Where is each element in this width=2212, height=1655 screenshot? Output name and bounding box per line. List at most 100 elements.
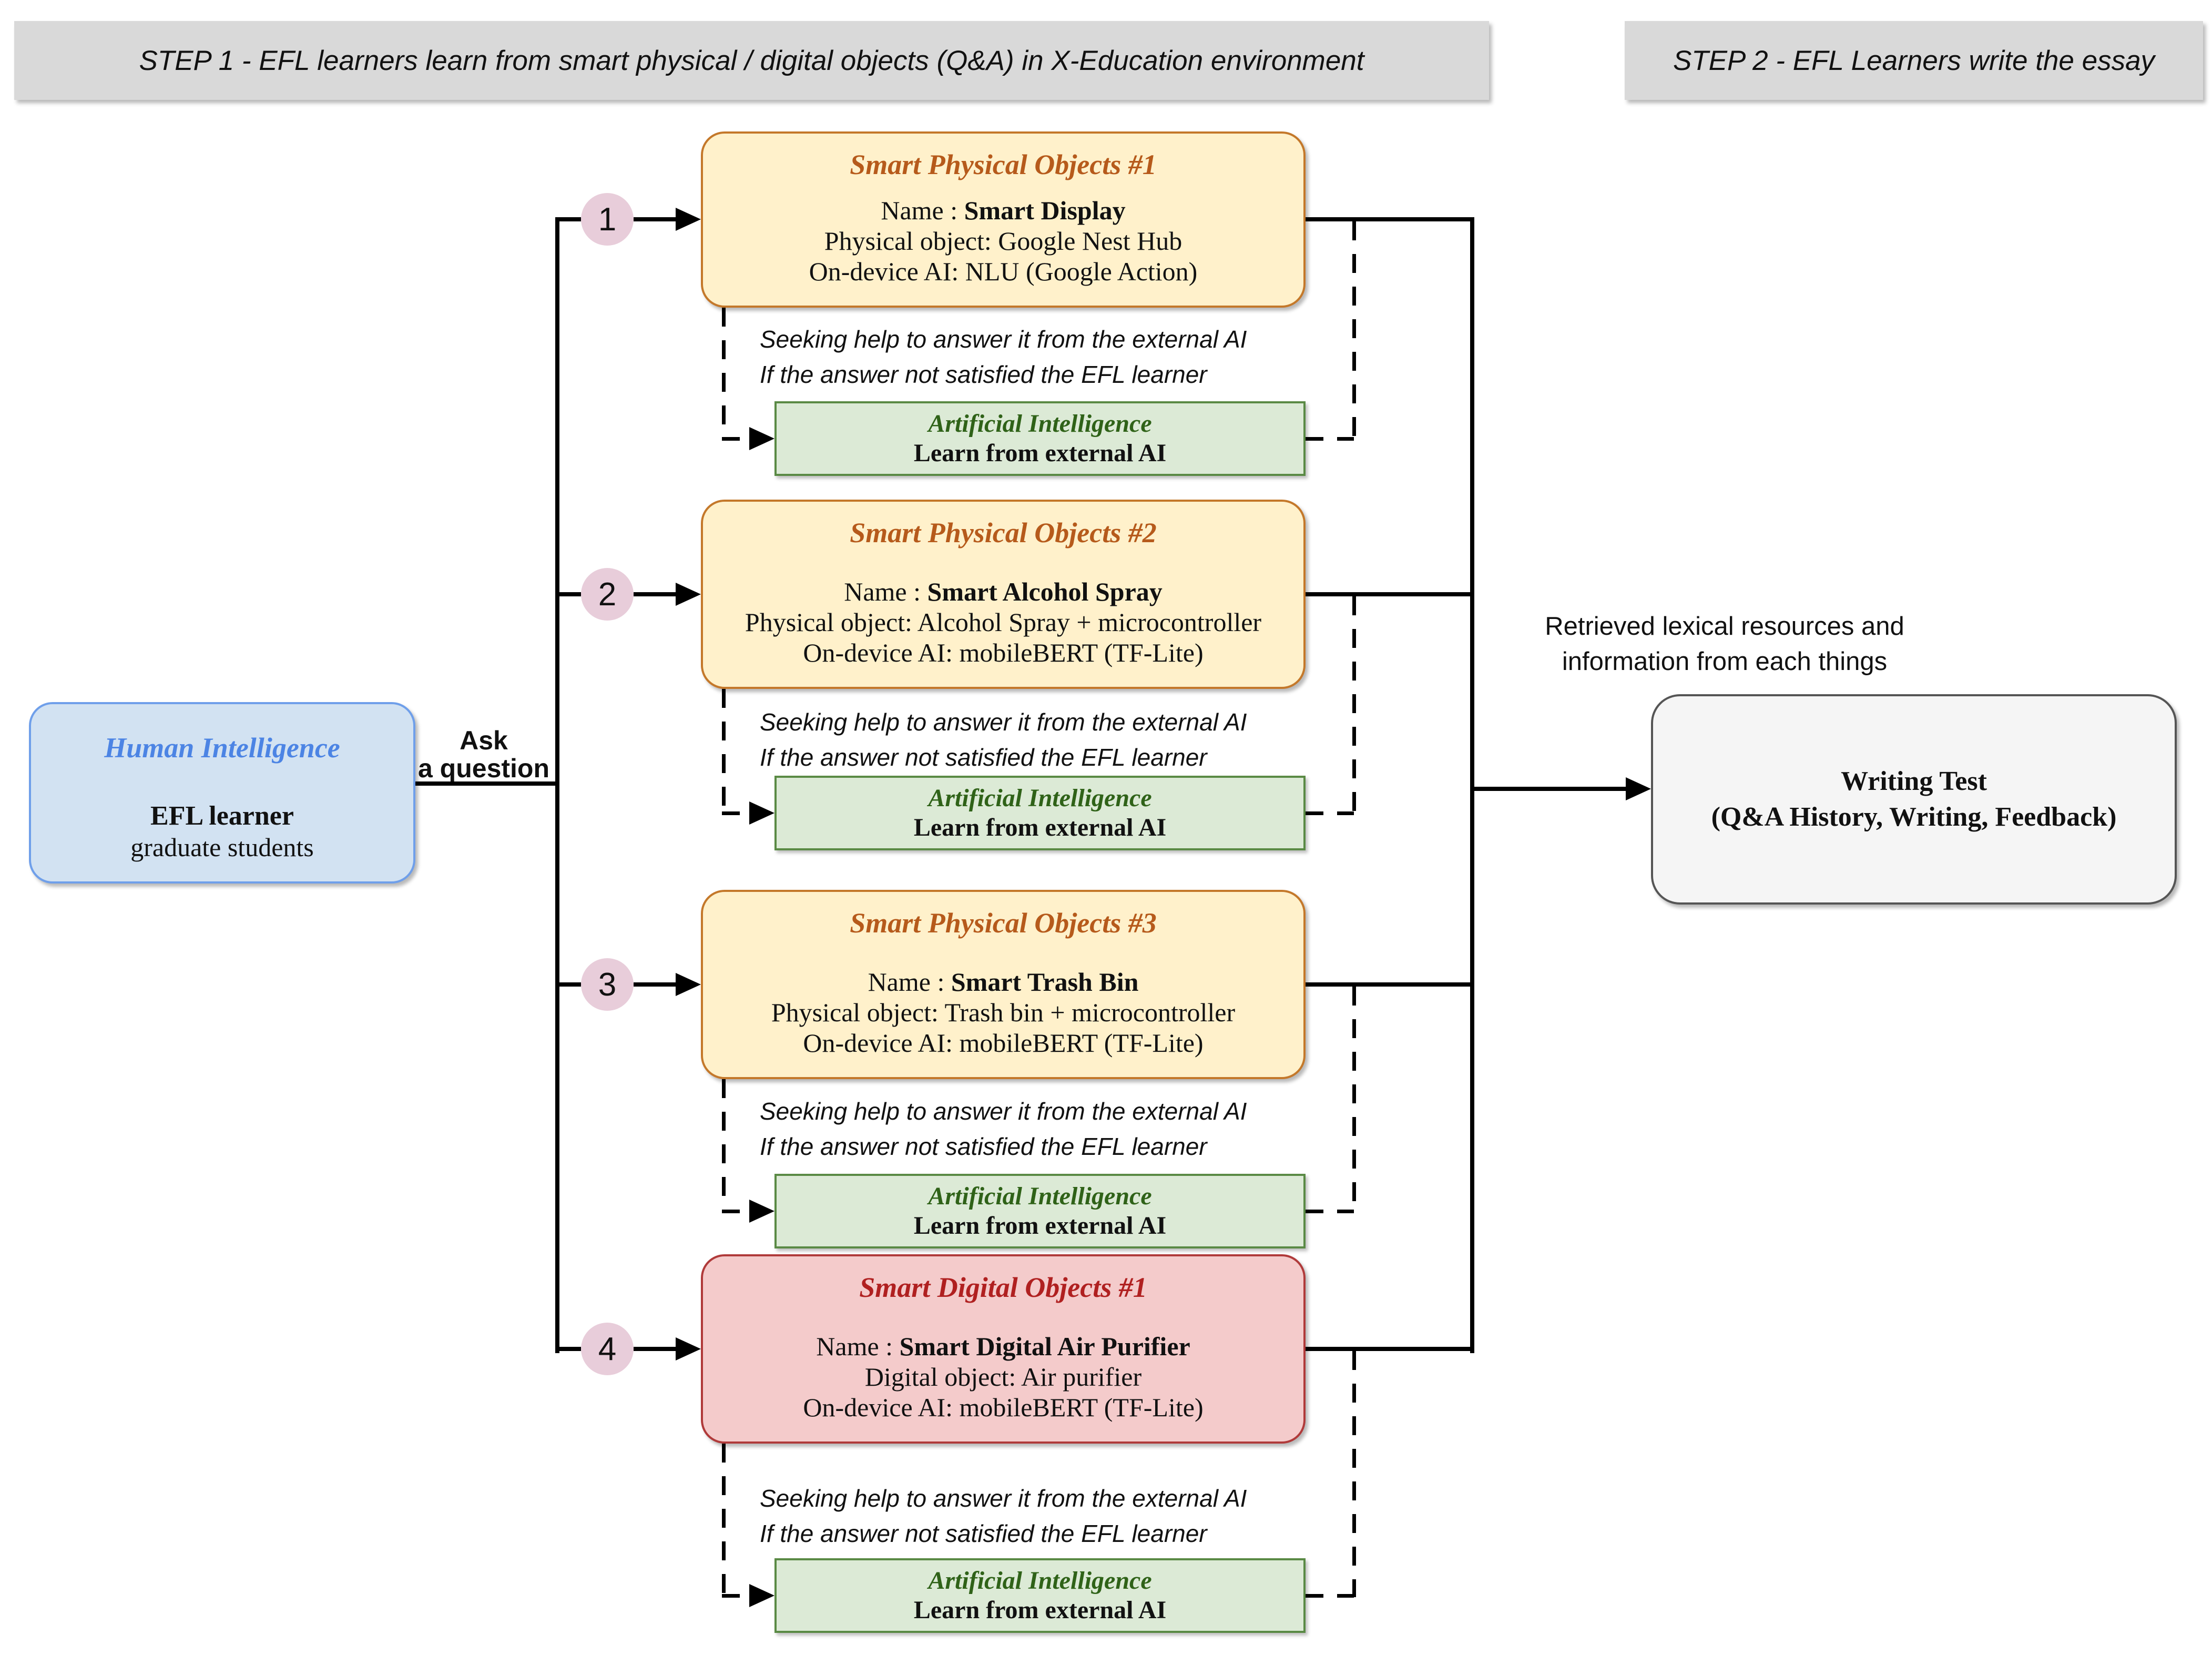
object1-name-line: Name : Smart Display [881, 196, 1126, 225]
human-intelligence-title: Human Intelligence [104, 732, 340, 764]
object2-physical-line: Physical object: Alcohol Spray + microco… [745, 607, 1262, 637]
section1-loop-right-dash [1352, 221, 1356, 440]
section2-note-line2: If the answer not satisfied the EFL lear… [760, 744, 1207, 771]
section3-seeking-note: Seeking help to answer it from the exter… [760, 1094, 1307, 1164]
section4-ai-arrowhead-icon [749, 1584, 774, 1607]
branch2-arrowhead-icon [676, 583, 701, 606]
object4-title: Smart Digital Objects #1 [859, 1272, 1147, 1303]
object1-physical-line: Physical object: Google Nest Hub [824, 226, 1183, 256]
section3-note-line2: If the answer not satisfied the EFL lear… [760, 1133, 1207, 1160]
branch3-arrowhead-icon [676, 973, 701, 996]
step1-label: STEP 1 - EFL learners learn from smart p… [139, 45, 1364, 76]
branch3-stub-line [555, 982, 581, 987]
section4-ai-title: Artificial Intelligence [928, 1567, 1152, 1595]
section4-note-line1: Seeking help to answer it from the exter… [760, 1485, 1247, 1512]
section2-collector-link [1306, 592, 1472, 596]
branch2-circle: 2 [581, 568, 634, 621]
section4-loop-left-dash-h [722, 1594, 751, 1598]
section1-ai-box: Artificial Intelligence Learn from exter… [774, 401, 1306, 476]
object1-title: Smart Physical Objects #1 [850, 149, 1157, 180]
object2-title: Smart Physical Objects #2 [850, 517, 1157, 549]
section1-loop-left-dash-h [722, 437, 751, 441]
section3-collector-link [1306, 982, 1472, 987]
retrieved-line2: information from each things [1562, 647, 1888, 676]
object4-digital-line: Digital object: Air purifier [864, 1362, 1142, 1392]
ask-connector-line [415, 781, 559, 786]
section4-loop-left-dash [722, 1444, 726, 1597]
branch2-arrow-line [634, 592, 678, 596]
object1-ai-line: On-device AI: NLU (Google Action) [809, 257, 1198, 286]
ask-question-line2: a question [417, 754, 550, 783]
section2-loop-left-dash-h [722, 811, 751, 815]
object3-physical-line: Physical object: Trash bin + microcontro… [771, 998, 1236, 1027]
writing-arrowhead-icon [1626, 777, 1651, 800]
branch2-stub-line [555, 592, 581, 596]
section3-note-line1: Seeking help to answer it from the exter… [760, 1098, 1247, 1125]
section2-loop-right-dash-h [1306, 811, 1354, 815]
section1-ai-title: Artificial Intelligence [928, 410, 1152, 438]
section4-ai-body: Learn from external AI [913, 1596, 1167, 1624]
section2-loop-right-dash [1352, 596, 1356, 815]
section3-ai-arrowhead-icon [749, 1200, 774, 1223]
object3-details: Name : Smart Trash Bin Physical object: … [771, 967, 1235, 1058]
section3-ai-title: Artificial Intelligence [928, 1182, 1152, 1210]
section4-collector-link [1306, 1347, 1472, 1351]
section1-loop-right-dash-h [1306, 437, 1354, 441]
section1-note-line1: Seeking help to answer it from the exter… [760, 326, 1247, 353]
section4-seeking-note: Seeking help to answer it from the exter… [760, 1481, 1307, 1551]
object1-details: Name : Smart Display Physical object: Go… [809, 195, 1198, 287]
branch2-number: 2 [598, 576, 617, 613]
section1-note-line2: If the answer not satisfied the EFL lear… [760, 361, 1207, 388]
section1-loop-left-dash [722, 308, 726, 440]
retrieved-resources-label: Retrieved lexical resources and informat… [1509, 609, 1940, 679]
human-intelligence-box: Human Intelligence EFL learner graduate … [29, 702, 415, 884]
branch4-arrowhead-icon [676, 1337, 701, 1360]
section4-ai-box: Artificial Intelligence Learn from exter… [774, 1558, 1306, 1633]
retrieved-line1: Retrieved lexical resources and [1545, 612, 1904, 641]
section1-seeking-note: Seeking help to answer it from the exter… [760, 322, 1307, 392]
smart-digital-object-1-box: Smart Digital Objects #1 Name : Smart Di… [701, 1254, 1306, 1444]
branch4-stub-line [555, 1347, 581, 1351]
step1-header-bar: STEP 1 - EFL learners learn from smart p… [14, 21, 1489, 100]
section3-loop-right-dash-h [1306, 1210, 1354, 1213]
object4-name-line: Name : Smart Digital Air Purifier [816, 1332, 1190, 1361]
object3-name-line: Name : Smart Trash Bin [868, 967, 1139, 997]
section4-loop-right-dash [1352, 1351, 1356, 1597]
section3-ai-box: Artificial Intelligence Learn from exter… [774, 1174, 1306, 1248]
efl-learner-label: EFL learner [150, 801, 294, 831]
object2-ai-line: On-device AI: mobileBERT (TF-Lite) [803, 638, 1204, 667]
object2-name-line: Name : Smart Alcohol Spray [844, 577, 1163, 606]
object3-ai-line: On-device AI: mobileBERT (TF-Lite) [803, 1028, 1204, 1058]
branch1-arrow-line [634, 217, 678, 221]
branch1-circle: 1 [581, 193, 634, 246]
branch1-stub-line [555, 217, 581, 221]
object4-details: Name : Smart Digital Air Purifier Digita… [803, 1331, 1203, 1423]
smart-physical-object-2-box: Smart Physical Objects #2 Name : Smart A… [701, 500, 1306, 689]
section2-ai-title: Artificial Intelligence [928, 784, 1152, 812]
step2-label: STEP 2 - EFL Learners write the essay [1673, 45, 2155, 76]
branch4-number: 4 [598, 1331, 617, 1367]
writing-test-title: Writing Test [1841, 766, 1987, 796]
section3-loop-left-dash-h [722, 1210, 751, 1213]
smart-physical-object-1-box: Smart Physical Objects #1 Name : Smart D… [701, 131, 1306, 308]
section2-ai-body: Learn from external AI [913, 814, 1167, 841]
branch1-arrowhead-icon [676, 208, 701, 231]
section3-loop-left-dash [722, 1079, 726, 1213]
ask-question-label: Ask a question [410, 727, 557, 783]
section3-ai-body: Learn from external AI [913, 1212, 1167, 1240]
section2-ai-box: Artificial Intelligence Learn from exter… [774, 776, 1306, 850]
branch4-arrow-line [634, 1347, 678, 1351]
branch4-circle: 4 [581, 1323, 634, 1375]
object2-details: Name : Smart Alcohol Spray Physical obje… [745, 576, 1261, 668]
step2-header-bar: STEP 2 - EFL Learners write the essay [1625, 21, 2203, 100]
section2-loop-left-dash [722, 689, 726, 815]
collector-line [1470, 217, 1474, 1353]
writing-test-subtitle: (Q&A History, Writing, Feedback) [1711, 802, 2117, 832]
branch3-circle: 3 [581, 958, 634, 1011]
branch1-number: 1 [598, 201, 617, 238]
section3-loop-right-dash [1352, 987, 1356, 1213]
section1-collector-link [1306, 217, 1472, 221]
trunk-line [555, 217, 559, 1353]
section1-ai-body: Learn from external AI [913, 439, 1167, 467]
